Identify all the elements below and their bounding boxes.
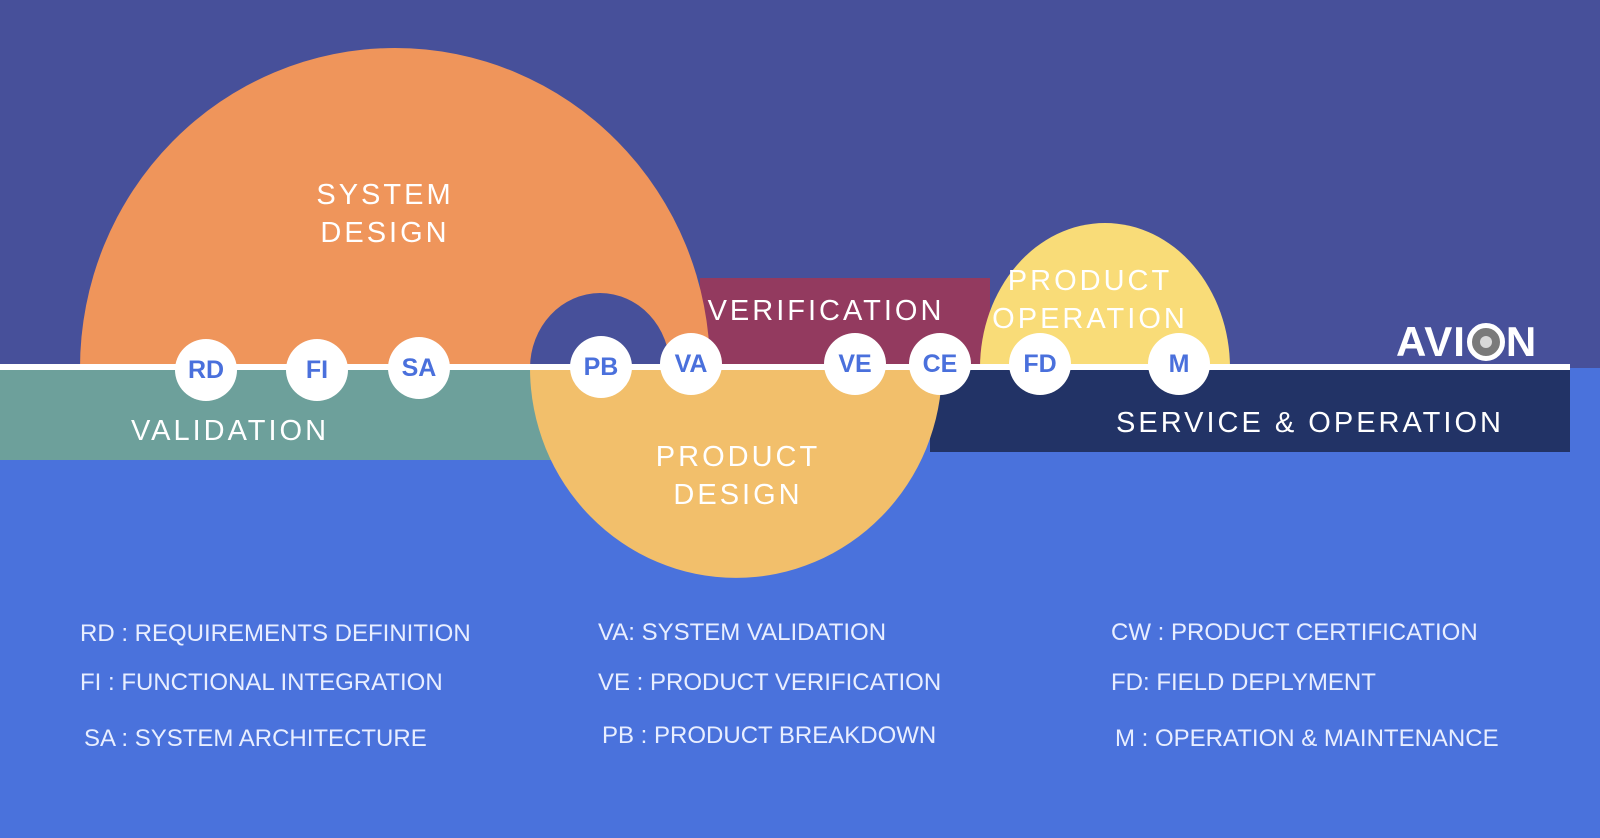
legend-va: VA: SYSTEM VALIDATION (598, 619, 887, 646)
system-design-notch (530, 293, 670, 368)
logo-text-right: N (1505, 318, 1538, 365)
legend-fd: FD: FIELD DEPLYMENT (1111, 669, 1376, 696)
legend-m: M : OPERATION & MAINTENANCE (1115, 725, 1499, 752)
system-design-label: SYSTEM DESIGN (316, 179, 454, 249)
validation-band (0, 368, 560, 460)
node-pb: PB (570, 336, 632, 398)
legend-pb: PB : PRODUCT BREAKDOWN (602, 722, 937, 749)
node-rd: RD (175, 339, 237, 401)
timeline-line (0, 364, 1570, 370)
product-design-label: PRODUCT DESIGN (655, 441, 821, 511)
node-ve: VE (824, 333, 886, 395)
validation-label: VALIDATION (130, 415, 330, 447)
product-operation-shape (980, 223, 1230, 368)
node-m: M (1148, 333, 1210, 395)
legend-fi: FI : FUNCTIONAL INTEGRATION (80, 669, 443, 696)
system-design-shape (80, 48, 710, 368)
node-va: VA (660, 333, 722, 395)
gear-icon (1466, 323, 1505, 361)
node-sa: SA (388, 337, 450, 399)
node-ce: CE (909, 333, 971, 395)
legend-sa: SA : SYSTEM ARCHITECTURE (84, 725, 427, 752)
product-operation-label: PRODUCT OPERATION (992, 265, 1188, 335)
logo-text-left: AVI (1396, 318, 1466, 365)
product-design-shape (530, 368, 942, 578)
node-fd: FD (1009, 333, 1071, 395)
legend-cw: CW : PRODUCT CERTIFICATION (1111, 619, 1478, 646)
legend-ve: VE : PRODUCT VERIFICATION (598, 669, 942, 696)
node-fi: FI (286, 339, 348, 401)
avion-logo: AVI N (1396, 318, 1537, 366)
service-operation-label: SERVICE & OPERATION (1116, 407, 1504, 439)
verification-label: VERIFICATION (707, 295, 945, 327)
legend-rd: RD : REQUIREMENTS DEFINITION (80, 620, 471, 647)
